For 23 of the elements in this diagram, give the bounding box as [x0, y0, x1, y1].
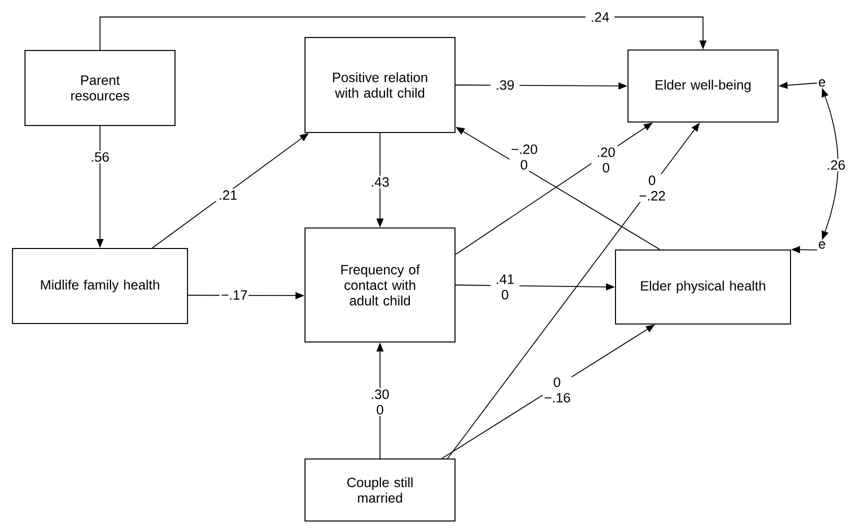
path-coefficient: −.17 — [220, 288, 248, 302]
path-coefficient: .20 0 — [592, 146, 620, 174]
path-coefficient: .21 — [214, 188, 242, 202]
variable-box: Midlife family health — [12, 248, 188, 324]
path-coefficient: 0 −.22 — [638, 174, 666, 202]
path-coefficient: .30 0 — [366, 388, 394, 416]
variable-box: Parent resources — [24, 50, 176, 126]
path-coefficient: .43 — [366, 176, 394, 188]
variable-box: Couple still married — [304, 458, 456, 522]
path-arrow — [100, 16, 707, 50]
variable-box: Frequency of contact with adult child — [304, 228, 456, 342]
path-coefficient: −.20 0 — [510, 142, 538, 172]
path-coefficient: .41 0 — [490, 273, 520, 301]
path-coefficient: 0 −.16 — [542, 376, 572, 404]
error-term: e — [818, 79, 826, 87]
variable-box: Elder physical health — [615, 250, 791, 324]
path-coefficient: .39 — [490, 78, 520, 92]
variable-box: Elder well-being — [628, 50, 778, 122]
path-coefficient: .26 — [822, 158, 850, 172]
variable-box: Positive relation with adult child — [304, 37, 456, 133]
path-coefficient: .56 — [86, 150, 114, 164]
error-term: e — [818, 241, 826, 249]
path-coefficient: .24 — [586, 10, 614, 24]
